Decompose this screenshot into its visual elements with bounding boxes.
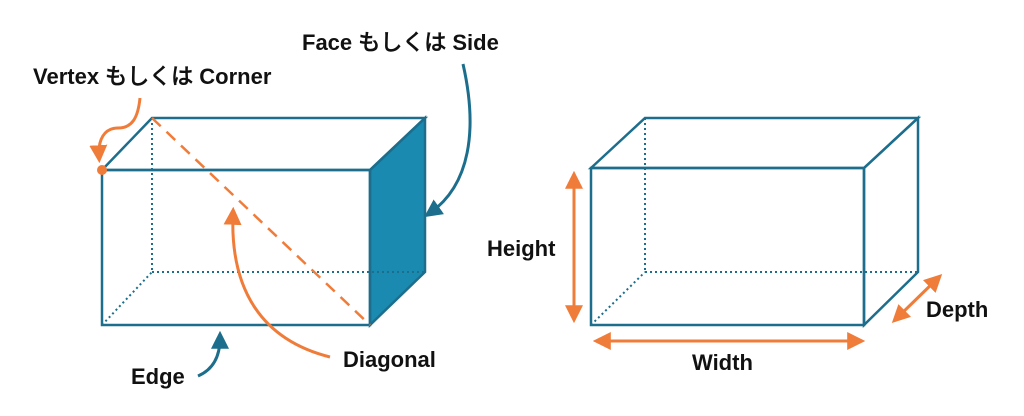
vertex-arrow [89,97,142,164]
face-label: Face もしくは Side [302,30,499,55]
shaded-side-face [368,115,427,328]
diagonal-line [151,117,371,326]
right-box [587,115,922,328]
vertex-label: Vertex もしくは Corner [33,64,272,89]
front-face [589,166,866,327]
left-box [97,115,429,328]
top-face [587,116,922,170]
edge-arrow [197,330,229,378]
depth-label: Depth [926,297,988,322]
hidden-edge-depth [590,271,646,326]
vertex-dot [97,165,107,175]
diagonal-arrow [223,206,331,359]
height-label: Height [487,236,556,261]
front-face [100,168,372,327]
depth-arrow [891,273,943,324]
width-label: Width [692,350,753,375]
edge-label: Edge [131,364,185,389]
diagonal-label: Diagonal [343,347,436,372]
right-face [862,115,920,328]
face-arrow [424,63,472,218]
top-face [99,116,429,172]
hidden-edge-depth [101,271,153,326]
